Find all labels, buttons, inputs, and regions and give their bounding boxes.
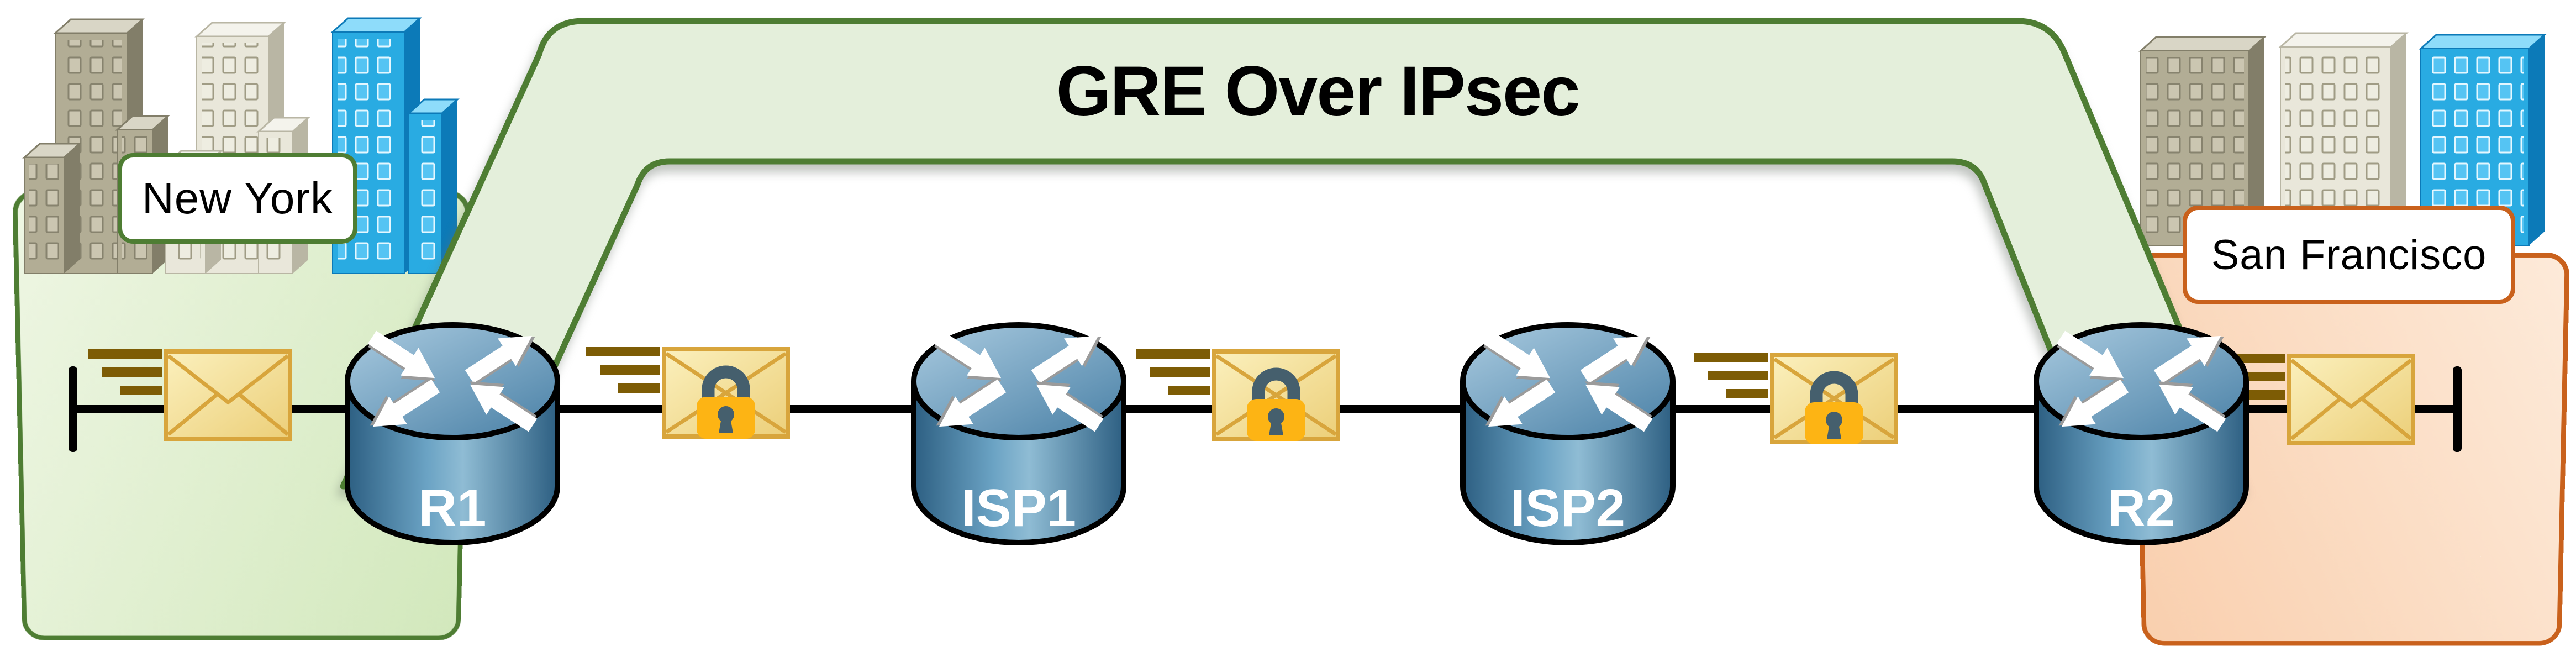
speed-line xyxy=(1168,386,1210,395)
router-isp2: ISP2 xyxy=(1463,321,1673,543)
building-icon xyxy=(2278,32,2409,48)
lan-terminator-right xyxy=(2453,366,2462,452)
building-icon xyxy=(2249,37,2264,245)
building-icon xyxy=(2138,36,2267,52)
router-r1-label: R1 xyxy=(419,479,487,538)
building-icon xyxy=(442,99,457,274)
building-icon xyxy=(414,120,437,267)
new-york-label-text: New York xyxy=(142,174,333,223)
speed-line xyxy=(1726,389,1768,398)
speed-line xyxy=(618,383,660,393)
speed-line xyxy=(1150,367,1210,377)
packet-encrypted-3 xyxy=(1694,353,1896,444)
speed-line xyxy=(88,349,162,359)
router-r2-label: R2 xyxy=(2108,479,2175,538)
san-francisco-label-text: San Francisco xyxy=(2211,231,2487,279)
lan-terminator-left xyxy=(69,366,77,452)
packet-encrypted-2 xyxy=(1136,349,1338,441)
router-r1: R1 xyxy=(347,321,557,543)
building-icon xyxy=(2391,33,2406,245)
router-isp2-label: ISP2 xyxy=(1510,479,1625,538)
new-york-label: New York xyxy=(118,153,357,244)
building-icon xyxy=(2419,34,2547,50)
speed-line xyxy=(600,365,660,375)
speed-line xyxy=(120,386,162,395)
speed-line xyxy=(586,347,660,356)
router-isp1-label: ISP1 xyxy=(961,479,1076,538)
building-icon xyxy=(64,144,80,274)
speed-line xyxy=(102,367,162,377)
packet-plaintext-left xyxy=(88,349,290,439)
building-icon xyxy=(2529,35,2545,245)
speed-line xyxy=(1694,353,1768,362)
speed-line xyxy=(2243,390,2285,400)
tunnel-title: GRE Over IPsec xyxy=(1056,52,1581,131)
router-isp1: ISP1 xyxy=(914,321,1124,543)
building-icon xyxy=(29,164,59,267)
packet-encrypted-1 xyxy=(586,347,788,439)
router-r2: R2 xyxy=(2036,321,2246,543)
san-francisco-label: San Francisco xyxy=(2183,206,2515,304)
speed-line xyxy=(1708,371,1768,380)
speed-line xyxy=(1136,349,1210,359)
